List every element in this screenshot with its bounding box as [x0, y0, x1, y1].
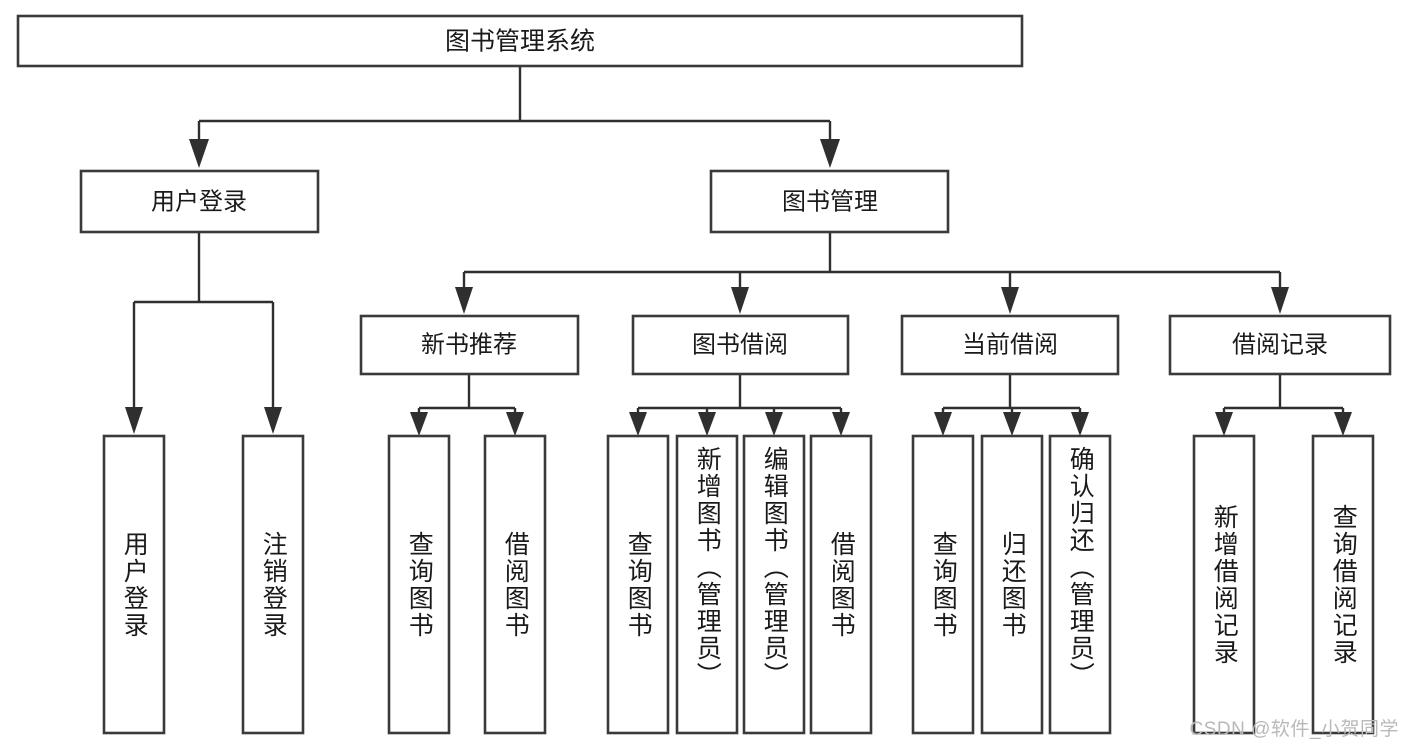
arrowhead-leaf-record-1 — [1215, 412, 1233, 436]
arrowhead-borrow — [731, 287, 749, 314]
edge-group-new-book-to-leaves — [410, 374, 524, 436]
node-borrow-record-label: 借阅记录 — [1232, 331, 1328, 358]
arrowhead-leaf-new-book-2 — [506, 412, 524, 436]
node-user-login-label: 用户登录 — [151, 188, 247, 215]
node-root-box[interactable] — [16, 14, 1024, 68]
leaf-box-new-book-1[interactable] — [387, 434, 451, 735]
leaf-box-new-book-2[interactable] — [483, 434, 547, 735]
arrowhead-leaf-current-3 — [1071, 412, 1089, 436]
leaf-box-record-1[interactable] — [1192, 434, 1256, 735]
node-user-login-box[interactable] — [79, 169, 320, 234]
node-user-login[interactable]: 用户登录 — [79, 169, 320, 234]
edge-group-borrow-to-leaves — [629, 374, 850, 436]
arrowhead-leaf-new-book-1 — [410, 412, 428, 436]
leaf-box-group-current — [911, 434, 1112, 735]
node-book-borrow-label: 图书借阅 — [692, 331, 788, 358]
edge-group-book-mgmt-to-level3 — [455, 232, 1289, 314]
arrowhead-leaf-borrow-4 — [832, 412, 850, 436]
leaf-box-group-user-login — [102, 434, 305, 735]
node-book-borrow-box[interactable] — [631, 314, 850, 376]
leaf-box-borrow-1[interactable] — [606, 434, 670, 735]
node-root[interactable]: 图书管理系统 — [16, 14, 1024, 68]
arrowhead-current — [1001, 287, 1019, 314]
arrowhead-leaf-borrow-3 — [765, 412, 783, 436]
leaf-box-user-login-2[interactable] — [241, 434, 305, 735]
leaf-box-borrow-2[interactable] — [675, 434, 739, 735]
node-book-management-label: 图书管理 — [782, 188, 878, 215]
node-current-borrow-box[interactable] — [900, 314, 1120, 376]
leaf-box-group-borrow — [606, 434, 873, 735]
arrowhead-leaf-record-2 — [1334, 412, 1352, 436]
edge-group-current-to-leaves — [934, 374, 1089, 436]
leaf-box-current-2[interactable] — [980, 434, 1044, 735]
node-current-borrow[interactable]: 当前借阅 — [900, 314, 1120, 376]
arrowhead-leaf-user-login-1 — [125, 407, 143, 434]
arrowhead-leaf-user-login-2 — [264, 407, 282, 434]
node-book-management[interactable]: 图书管理 — [709, 169, 950, 234]
arrowhead-new-book — [455, 287, 473, 314]
node-book-borrow[interactable]: 图书借阅 — [631, 314, 850, 376]
arrowhead-user-login — [189, 139, 209, 168]
edge-group-record-to-leaves — [1215, 374, 1352, 436]
node-root-label: 图书管理系统 — [445, 28, 595, 56]
node-new-book-recommend[interactable]: 新书推荐 — [359, 314, 580, 376]
node-book-management-box[interactable] — [709, 169, 950, 234]
leaf-box-group-record — [1192, 434, 1375, 735]
leaf-box-user-login-1[interactable] — [102, 434, 166, 735]
edge-group-root-to-level2 — [189, 66, 840, 168]
arrowhead-leaf-borrow-1 — [629, 412, 647, 436]
leaf-box-group-new-book — [387, 434, 547, 735]
node-new-book-recommend-label: 新书推荐 — [421, 331, 517, 358]
arrowhead-leaf-current-2 — [1003, 412, 1021, 436]
node-borrow-record[interactable]: 借阅记录 — [1168, 314, 1392, 376]
edge-group-user-login-to-leaves — [125, 232, 282, 434]
node-new-book-recommend-box[interactable] — [359, 314, 580, 376]
leaf-box-current-1[interactable] — [911, 434, 975, 735]
arrowhead-book-mgmt — [820, 139, 840, 168]
leaf-box-current-3[interactable] — [1048, 434, 1112, 735]
node-borrow-record-box[interactable] — [1168, 314, 1392, 376]
leaf-box-borrow-4[interactable] — [809, 434, 873, 735]
leaf-box-borrow-3[interactable] — [742, 434, 806, 735]
arrowhead-record — [1271, 287, 1289, 314]
leaf-box-record-2[interactable] — [1311, 434, 1375, 735]
node-current-borrow-label: 当前借阅 — [962, 331, 1058, 358]
arrowhead-leaf-current-1 — [934, 412, 952, 436]
arrowhead-leaf-borrow-2 — [698, 412, 716, 436]
